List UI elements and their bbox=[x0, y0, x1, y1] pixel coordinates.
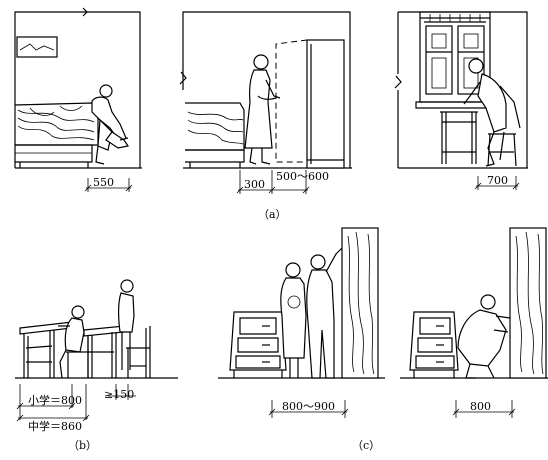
dim-label-b-primary: 小学＝800 bbox=[28, 393, 82, 407]
panel-c2: 800 bbox=[400, 227, 548, 418]
dim-label-a2-left: 300 bbox=[244, 178, 265, 191]
school-desk-2 bbox=[83, 325, 125, 378]
panel-a1: 550 bbox=[14, 7, 142, 192]
window bbox=[415, 11, 495, 109]
dimension-c2: 800 bbox=[452, 400, 516, 418]
dim-label-c2: 800 bbox=[470, 400, 491, 413]
panel-b: 小学＝800 中学＝860 ≥150 bbox=[15, 279, 178, 433]
woman-standing bbox=[280, 262, 307, 378]
standing-pupil bbox=[118, 279, 135, 370]
school-desk-1 bbox=[19, 321, 73, 378]
person-reaching bbox=[463, 58, 521, 167]
dim-label-a1: 550 bbox=[93, 176, 114, 189]
person-crouching bbox=[457, 294, 511, 379]
tall-wardrobe bbox=[341, 227, 379, 379]
bed bbox=[185, 102, 245, 168]
man-reaching bbox=[306, 247, 343, 379]
chest-of-drawers bbox=[229, 311, 287, 378]
caption-a: （a） bbox=[258, 208, 287, 221]
bed bbox=[14, 102, 99, 168]
dim-label-c1: 800～900 bbox=[282, 400, 335, 413]
caption-c: （c） bbox=[352, 439, 380, 452]
dim-label-b-secondary: 中学＝860 bbox=[28, 419, 82, 433]
dimension-a3: 700 bbox=[474, 174, 520, 190]
dimension-a1: 550 bbox=[84, 176, 133, 192]
wall-picture bbox=[16, 36, 58, 58]
dim-label-a3: 700 bbox=[487, 174, 508, 187]
panel-a3: 700 bbox=[394, 11, 528, 190]
dimension-c1: 800～900 bbox=[268, 400, 349, 418]
dim-label-a2-right: 500～600 bbox=[276, 170, 329, 183]
chest-of-drawers bbox=[409, 311, 459, 378]
desk bbox=[440, 111, 478, 164]
person-sitting bbox=[91, 84, 129, 165]
dimension-b: 小学＝800 中学＝860 ≥150 bbox=[16, 384, 136, 433]
panel-a2: 300 500～600 bbox=[179, 11, 352, 194]
tall-wardrobe bbox=[509, 227, 547, 379]
seated-pupil-1 bbox=[58, 305, 85, 379]
person-standing bbox=[244, 54, 281, 165]
caption-b: （b） bbox=[68, 439, 97, 452]
dimension-a2: 300 500～600 bbox=[236, 170, 329, 194]
dim-label-b-gap: ≥150 bbox=[104, 388, 134, 401]
wardrobe bbox=[275, 39, 345, 169]
chair-2 bbox=[126, 326, 151, 378]
panel-c1: 800～900 bbox=[218, 227, 385, 418]
